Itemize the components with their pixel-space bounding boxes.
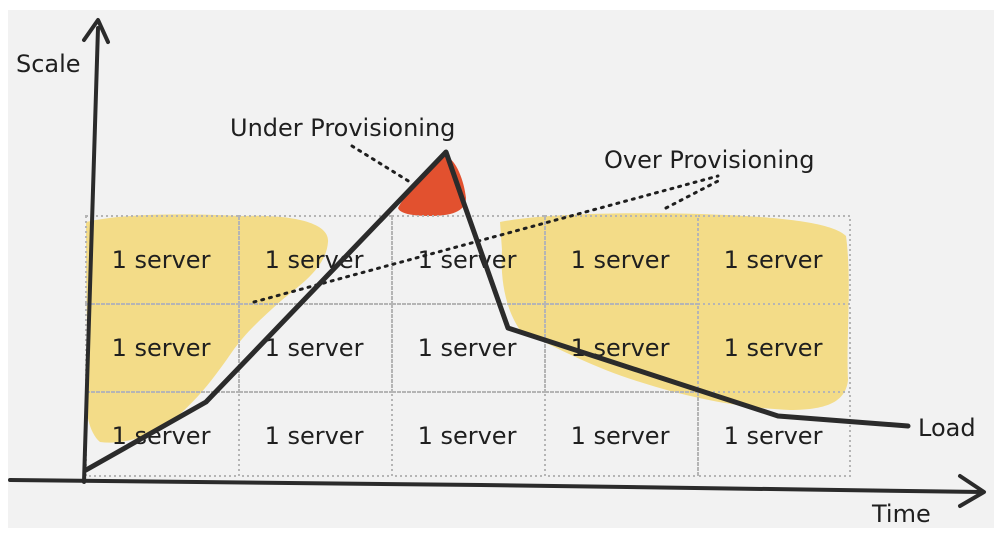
grid-cell-label: 1 server	[265, 246, 364, 274]
grid-cell-label: 1 server	[112, 246, 211, 274]
under-provisioning-pointer	[350, 144, 412, 184]
over-provisioning-pointer-left	[252, 174, 720, 304]
over-provisioning-pointer-right	[664, 178, 722, 210]
grid-cell-label: 1 server	[571, 334, 670, 362]
grid-cell-label: 1 server	[571, 422, 670, 450]
grid-cell-label: 1 server	[724, 422, 823, 450]
over-provisioning-highlight-right	[500, 213, 849, 410]
grid-cell-label: 1 server	[724, 334, 823, 362]
x-axis-label: Time	[871, 500, 931, 528]
grid-cell-label: 1 server	[265, 422, 364, 450]
over-provisioning-label: Over Provisioning	[604, 146, 814, 174]
grid-cell-label: 1 server	[265, 334, 364, 362]
y-axis	[82, 26, 100, 484]
grid-cell-label: 1 server	[418, 422, 517, 450]
y-axis-label: Scale	[16, 50, 81, 78]
x-axis-arrowhead-icon	[958, 474, 986, 508]
grid-cell-label: 1 server	[571, 246, 670, 274]
grid-cell-label: 1 server	[418, 246, 517, 274]
over-provisioning-highlight-left	[85, 214, 329, 443]
x-axis	[8, 478, 984, 494]
grid-cell-label: 1 server	[724, 246, 823, 274]
load-line	[83, 149, 911, 473]
under-provisioning-highlight	[398, 156, 466, 216]
server-grid	[85, 215, 851, 477]
load-label: Load	[918, 414, 976, 442]
grid-cell-label: 1 server	[418, 334, 517, 362]
grid-cell-label: 1 server	[112, 334, 211, 362]
y-axis-arrowhead-icon	[82, 18, 110, 44]
under-provisioning-label: Under Provisioning	[230, 114, 455, 142]
